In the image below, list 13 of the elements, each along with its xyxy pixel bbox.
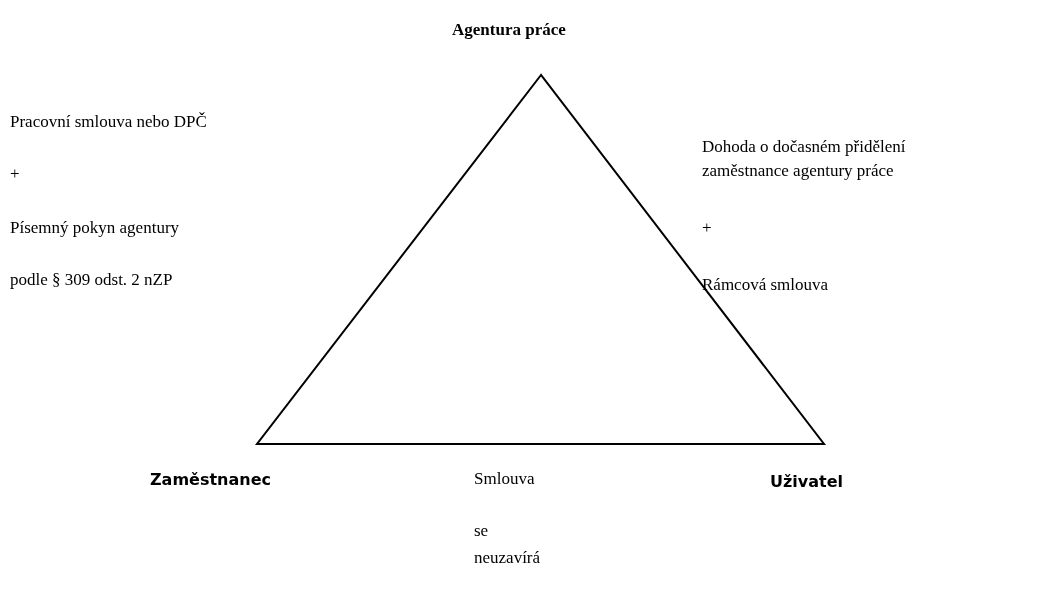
corner-label: Agentura práce xyxy=(452,19,566,41)
clause-text: Rámcová smlouva xyxy=(702,274,829,296)
note-text: Smlouva xyxy=(474,468,535,490)
clause-text: Pracovní smlouva nebo DPČ xyxy=(10,111,207,133)
clause-text: Písemný pokyn agentury xyxy=(10,217,180,239)
corner-label: Zaměstnanec xyxy=(150,469,271,491)
note-text: se xyxy=(474,520,489,542)
corner-label: Uživatel xyxy=(770,471,843,493)
note-text: neuzavírá xyxy=(474,547,541,569)
clause-text: podle § 309 odst. 2 nZP xyxy=(10,269,173,291)
plus-sign: + xyxy=(702,217,712,239)
plus-sign: + xyxy=(10,163,20,185)
clause-text: Dohoda o dočasném přidělení zaměstnance agentury práce xyxy=(702,136,907,182)
